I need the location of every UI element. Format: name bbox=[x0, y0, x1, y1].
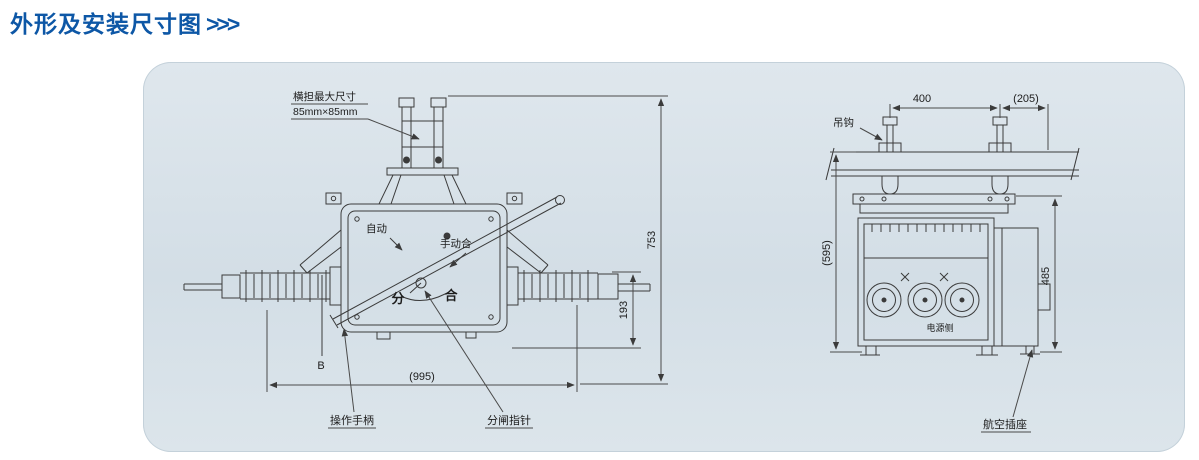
dim-height-753: 753 bbox=[646, 231, 658, 249]
open-char: 分 bbox=[391, 291, 404, 306]
dim-body-height-485: 485 bbox=[1040, 267, 1052, 285]
front-view-drawing bbox=[183, 97, 651, 356]
hook-label: 吊钩 bbox=[833, 117, 854, 129]
side-view-drawing bbox=[825, 116, 1080, 356]
b-label: B bbox=[317, 360, 324, 372]
pointer-callout: 分闸指针 bbox=[487, 413, 531, 427]
auto-label: 自动 bbox=[366, 222, 387, 235]
manual-close-label: 手动合 bbox=[440, 237, 472, 250]
side-view-dimensions bbox=[830, 104, 1062, 433]
dim-width-995: (995) bbox=[409, 371, 435, 383]
handle-callout: 操作手柄 bbox=[330, 413, 374, 427]
source-side-label: 电源侧 bbox=[926, 322, 953, 333]
title-arrows-icon: >>> bbox=[206, 11, 240, 37]
dim-lower-193: 193 bbox=[618, 301, 630, 319]
dim-height-595: (595) bbox=[821, 240, 833, 266]
close-char: 合 bbox=[444, 288, 458, 303]
front-view-dimensions bbox=[266, 95, 668, 429]
dim-hook-spacing-400: 400 bbox=[913, 93, 931, 105]
socket-callout: 航空插座 bbox=[983, 417, 1027, 431]
crossarm-note-line1: 横担最大尺寸 bbox=[293, 90, 356, 103]
dim-overhang-205: (205) bbox=[1013, 93, 1039, 105]
page-title-text: 外形及安装尺寸图 bbox=[10, 11, 202, 37]
page-title: 外形及安装尺寸图>>> bbox=[10, 5, 240, 39]
crossarm-note-line2: 85mm×85mm bbox=[293, 106, 358, 118]
